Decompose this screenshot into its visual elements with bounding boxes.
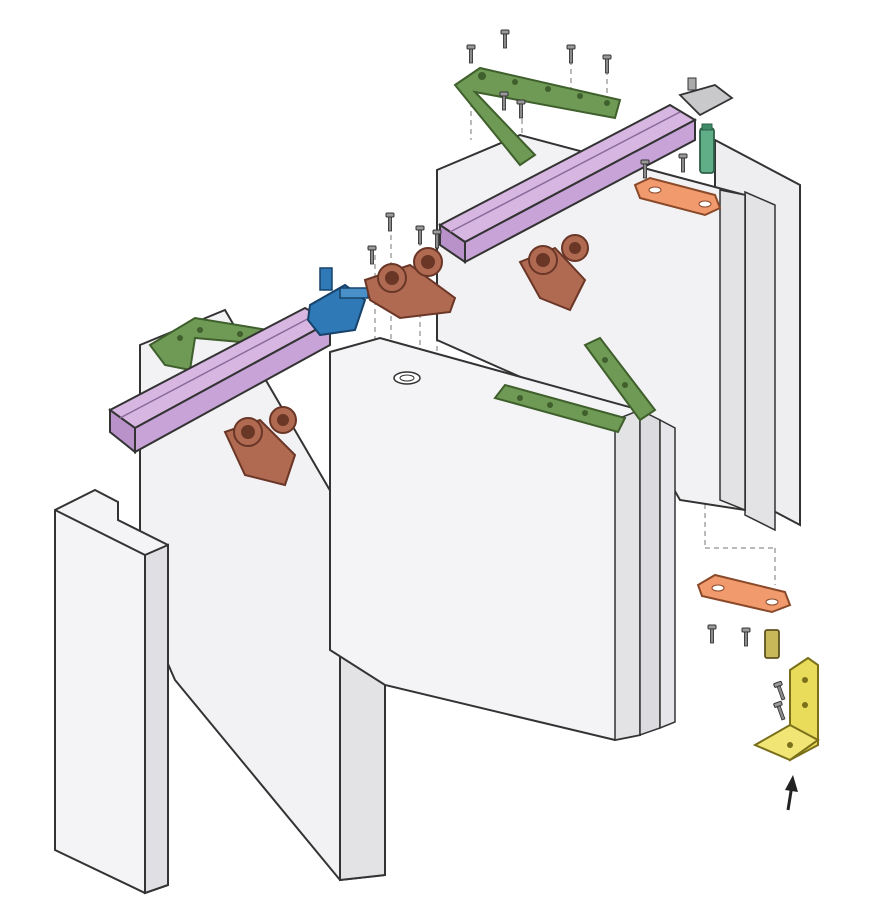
direction-arrow bbox=[785, 775, 798, 811]
roller-trolley bbox=[223, 234, 589, 487]
bottom-pivot-socket bbox=[764, 629, 780, 659]
panel-center bbox=[329, 336, 676, 742]
top-carrier bbox=[678, 77, 734, 117]
track-rail-right bbox=[438, 103, 698, 264]
top-pivot-plate bbox=[633, 176, 722, 217]
bottom-pivot-plate bbox=[696, 573, 792, 614]
pivot-pin bbox=[699, 123, 715, 174]
hinge-strap-green bbox=[148, 66, 657, 434]
track-connector bbox=[306, 267, 369, 337]
floor-bracket bbox=[752, 656, 820, 762]
panel-front-left bbox=[54, 488, 169, 895]
